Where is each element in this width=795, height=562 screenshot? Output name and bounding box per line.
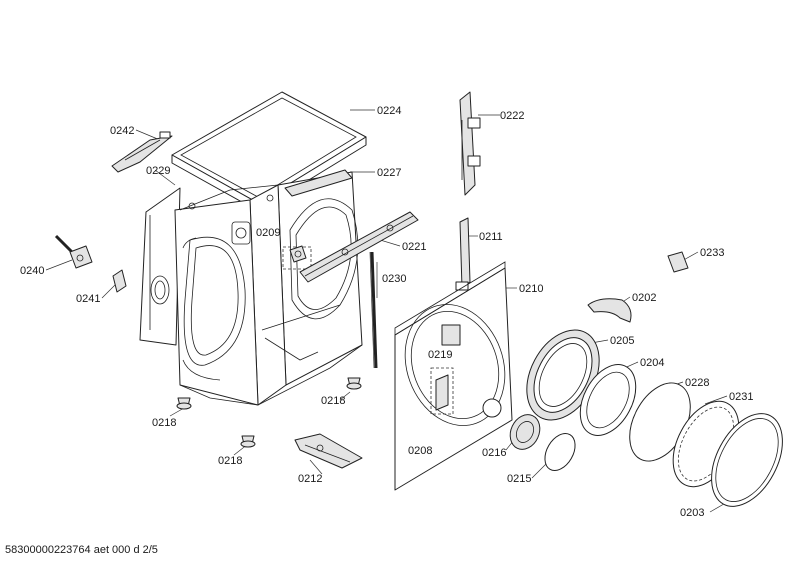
label-0241: 0241 — [76, 293, 100, 305]
label-0230: 0230 — [382, 273, 406, 285]
label-0218-left: 0218 — [152, 417, 176, 429]
label-0211: 0211 — [479, 231, 503, 243]
label-0203: 0203 — [680, 507, 704, 519]
door-ring-0205 — [526, 329, 600, 421]
rail-0222 — [459, 91, 481, 196]
bracket-0209 — [282, 245, 312, 270]
cabinet-housing — [174, 171, 363, 406]
label-0218-right: 0218 — [321, 395, 345, 407]
bracket-0242 — [111, 131, 173, 173]
label-0205: 0205 — [610, 335, 634, 347]
label-0233: 0233 — [700, 247, 724, 259]
label-0210: 0210 — [519, 283, 543, 295]
feet-0218 — [176, 377, 362, 448]
label-0222: 0222 — [500, 110, 524, 122]
rail-0221 — [299, 211, 419, 283]
label-0218-bottom: 0218 — [218, 455, 242, 467]
document-code: 58300000223764 aet 000 d 2/5 — [5, 544, 158, 556]
base-bracket-0212 — [294, 433, 363, 469]
door-lock-0216 — [509, 414, 541, 450]
label-0227: 0227 — [377, 167, 401, 179]
door-glass-0204 — [579, 364, 637, 436]
callout-labels: 0224 0242 0229 0227 0222 0209 0221 0211 … — [20, 105, 753, 519]
screw-0240 — [54, 234, 93, 269]
clip-0241 — [112, 269, 127, 293]
label-0209: 0209 — [256, 227, 280, 239]
label-0216: 0216 — [482, 447, 506, 459]
label-0221: 0221 — [402, 241, 426, 253]
label-0219: 0219 — [428, 349, 452, 361]
label-0228: 0228 — [685, 377, 709, 389]
rod-0230 — [369, 251, 378, 369]
front-panel — [394, 261, 513, 491]
label-0242: 0242 — [110, 125, 134, 137]
label-0212: 0212 — [298, 473, 322, 485]
label-0224: 0224 — [377, 105, 401, 117]
label-0204: 0204 — [640, 357, 664, 369]
label-0208: 0208 — [408, 445, 432, 457]
label-0231: 0231 — [729, 391, 753, 403]
cover-0215 — [544, 433, 576, 471]
label-0240: 0240 — [20, 265, 44, 277]
hinge-0202 — [587, 298, 632, 323]
label-0229: 0229 — [146, 165, 170, 177]
label-0202: 0202 — [632, 292, 656, 304]
door-cover-0203 — [711, 413, 783, 507]
clip-0233 — [667, 251, 689, 273]
cross-rail-0227 — [284, 169, 353, 197]
rail-0211 — [455, 217, 471, 291]
label-0215: 0215 — [507, 473, 531, 485]
side-panel — [139, 187, 181, 346]
